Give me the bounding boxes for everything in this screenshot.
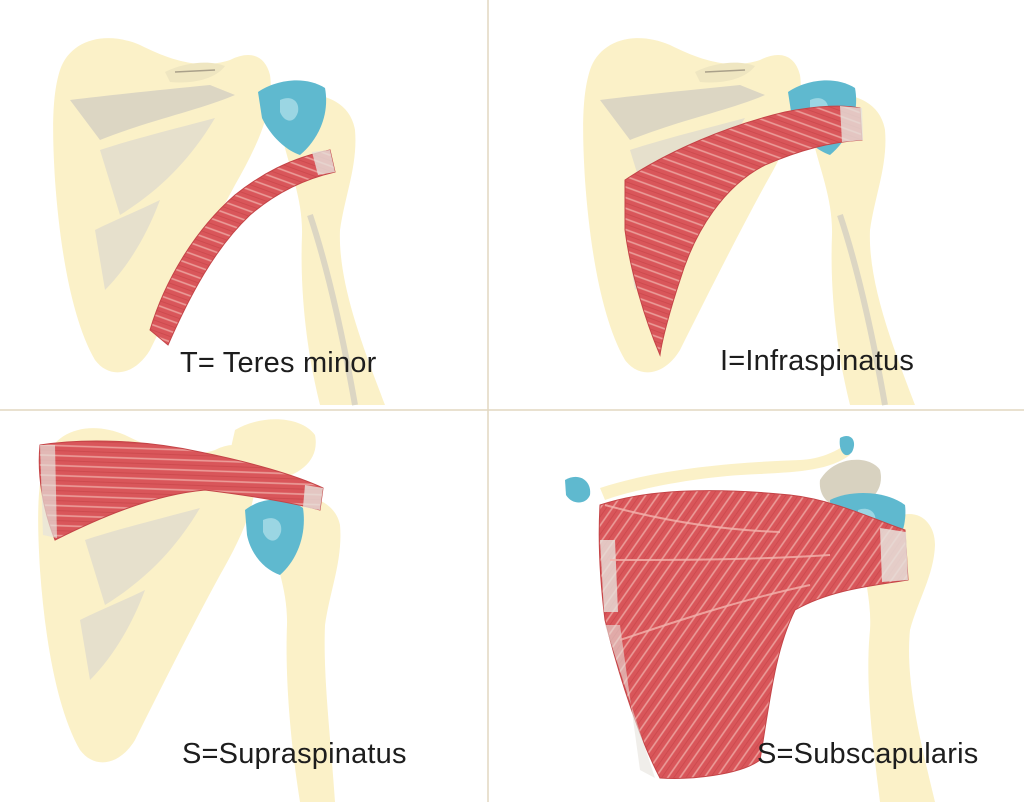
caption-subscapularis: S=Subscapularis [757, 738, 979, 770]
caption-supraspinatus: S=Supraspinatus [182, 738, 407, 770]
panel-teres-minor [53, 38, 385, 405]
infraspinatus-muscle [624, 105, 863, 357]
supraspinatus-muscle [38, 440, 324, 541]
caption-infraspinatus: I=Infraspinatus [720, 345, 915, 377]
panel-subscapularis [565, 435, 935, 802]
panel-infraspinatus [583, 38, 915, 405]
subscapularis-muscle [598, 490, 909, 779]
caption-teres-minor: T= Teres minor [180, 347, 377, 379]
panel-supraspinatus [38, 419, 341, 802]
